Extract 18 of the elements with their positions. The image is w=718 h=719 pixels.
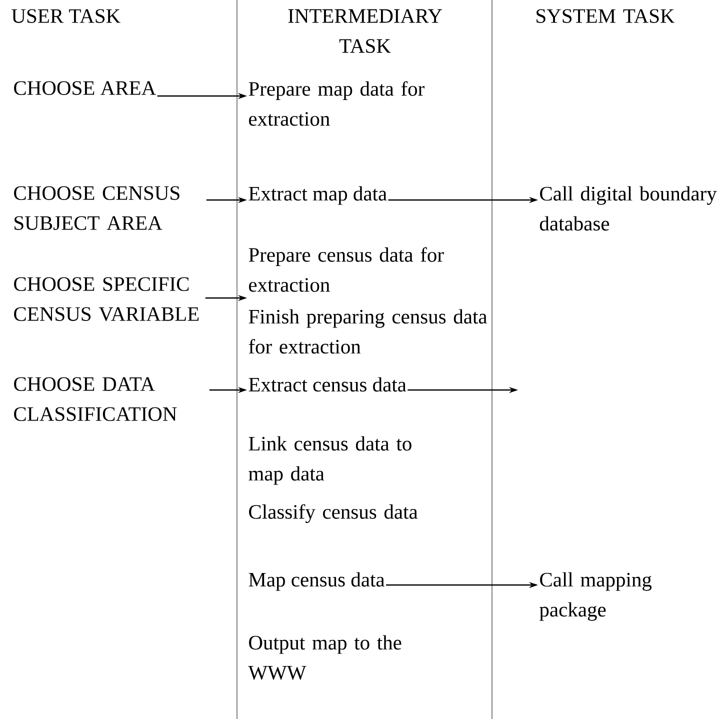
task-text: Finish preparing census data for extraction: [248, 309, 488, 354]
task-text: Extract census data: [248, 377, 406, 392]
column-heading: INTERMEDIARY TASK: [288, 9, 442, 53]
task-text: Link census data to map data: [248, 436, 412, 485]
task-text: CHOOSE SPECIFIC CENSUS VARIABLE: [14, 277, 199, 322]
task-text: Classify census data: [249, 504, 418, 524]
column-heading: SYSTEM TASK: [536, 9, 675, 23]
task-text: CHOOSE DATA CLASSIFICATION: [14, 377, 177, 421]
task-text: Prepare census data for extraction: [248, 247, 444, 292]
task-text: CHOOSE CENSUS SUBJECT AREA: [14, 186, 180, 230]
task-text: Extract map data: [248, 186, 387, 205]
task-text: Map census data: [248, 572, 385, 591]
task-text: CHOOSE AREA: [14, 81, 156, 95]
column-heading: USER TASK: [12, 9, 120, 23]
task-text: Prepare map data for extraction: [248, 81, 424, 126]
task-text: Call mapping package: [540, 572, 652, 621]
task-text: Output map to the WWW: [248, 635, 402, 680]
task-text: Call digital boundary database: [540, 186, 717, 231]
